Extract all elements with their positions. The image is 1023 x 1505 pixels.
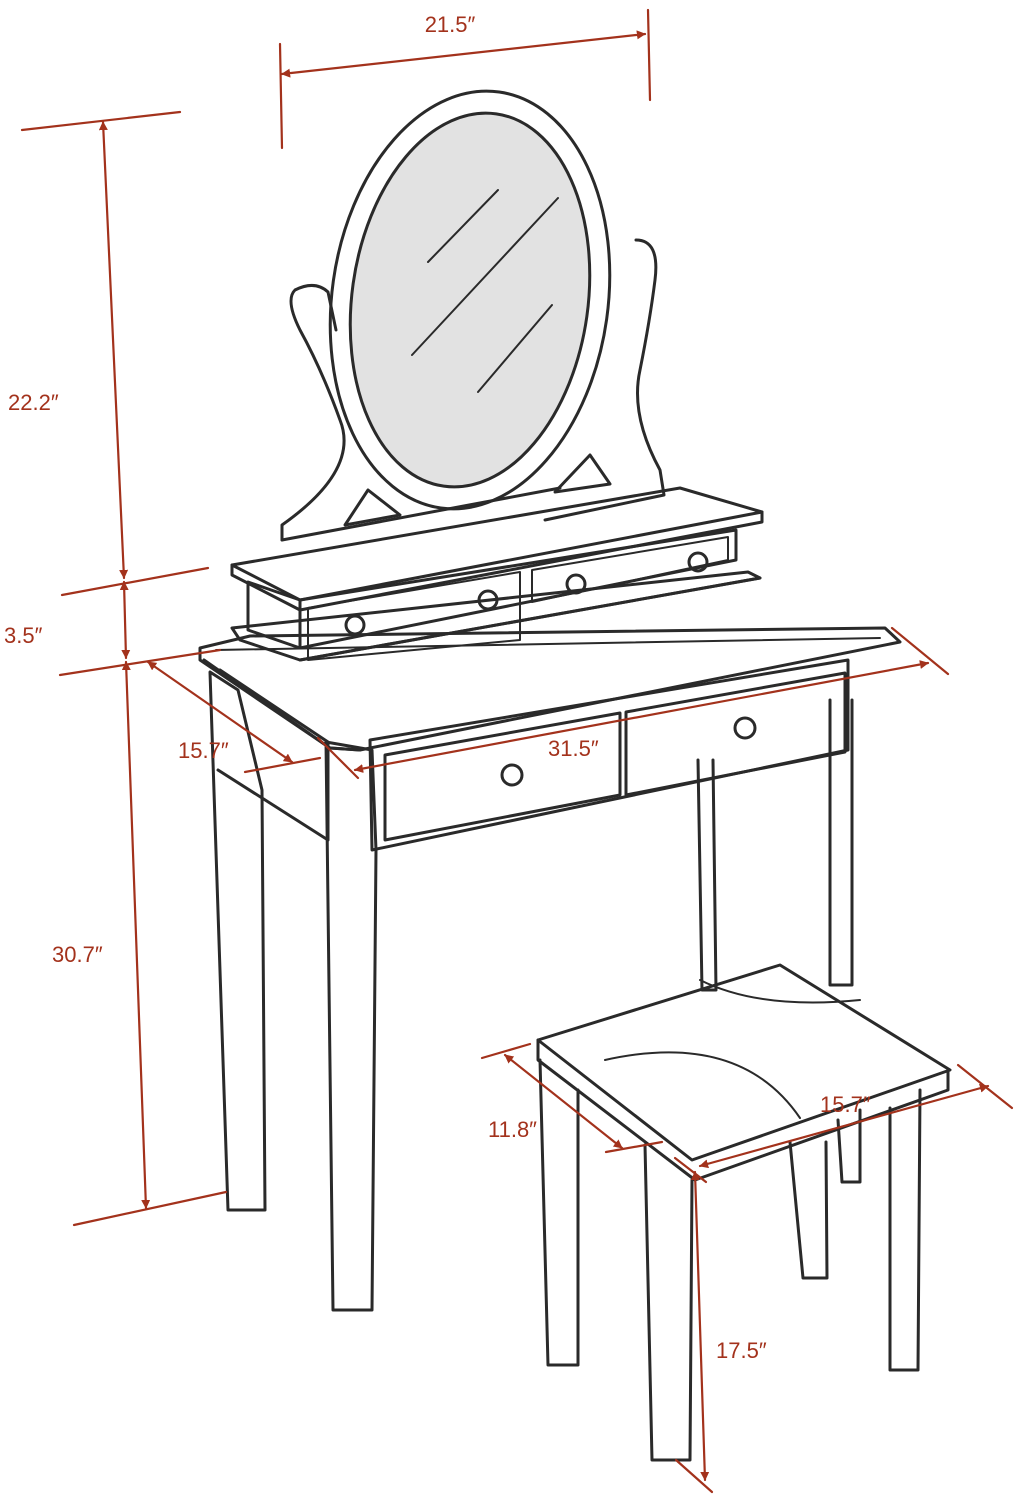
hutch-height-label: 3.5″	[4, 623, 43, 648]
table-height-extension-top	[58, 648, 222, 677]
mirror-reflection-line-2	[411, 197, 559, 356]
table-top-inner-line	[215, 637, 881, 651]
hutch-side	[246, 580, 302, 650]
hutch-drawer-right	[531, 536, 729, 603]
mirror-stand-left	[280, 284, 346, 542]
hutch-knob-3	[565, 573, 587, 595]
table-side-apron	[216, 668, 330, 842]
mirror-height-line	[98, 120, 129, 580]
hutch-knob-1	[344, 614, 366, 636]
mirror-reflection-line-3	[477, 304, 553, 393]
table-front-apron	[368, 658, 850, 852]
mirror-height-extension-top	[20, 110, 182, 132]
stool-width-line	[698, 1083, 990, 1169]
stool-leg-back-right	[788, 1140, 829, 1280]
vanity-mirror	[280, 89, 666, 542]
hutch-height-line	[119, 580, 131, 660]
stool-leg-back-far	[836, 1108, 862, 1184]
table-drawer-right-knob	[733, 716, 757, 740]
mirror-triangle-left	[343, 488, 402, 527]
vanity-stool	[536, 963, 952, 1462]
table-width-line	[353, 660, 930, 773]
stool-width-label: 15.7″	[820, 1092, 871, 1117]
vanity-hutch	[230, 486, 764, 662]
table-width-label: 31.5″	[548, 736, 599, 761]
mirror-width-extension-left	[278, 42, 284, 150]
table-height-line	[121, 660, 151, 1210]
stool-cushion-seam-1	[604, 1051, 801, 1119]
table-height-extension-bottom	[72, 1190, 228, 1227]
dimension-annotations: 21.5″ 22.2″ 3.5″ 30.7″ 15.7″ 31.5″ 11.8″	[4, 8, 1014, 1494]
table-depth-line	[146, 660, 294, 764]
stool-cushion	[536, 963, 952, 1162]
mirror-width-label: 21.5″	[425, 12, 476, 37]
stool-height-line	[690, 1170, 710, 1482]
stool-leg-back-left	[888, 1088, 922, 1372]
stool-depth-line	[503, 1053, 624, 1150]
mirror-frame-outer	[328, 89, 612, 511]
mirror-stand-base	[280, 486, 562, 542]
stool-depth-extension-bottom	[604, 1140, 664, 1154]
table-front-leg-right	[324, 740, 378, 1312]
table-depth-label: 15.7″	[178, 738, 229, 763]
stool-leg-front-right	[643, 1143, 694, 1462]
mirror-height-label: 22.2″	[8, 390, 59, 415]
stool-apron	[536, 1038, 950, 1182]
table-drawer-left-knob	[500, 763, 524, 787]
mirror-width-extension-right	[646, 8, 652, 102]
hutch-drawer-left	[307, 571, 521, 661]
table-back-leg-left	[696, 758, 718, 992]
stool-cushion-seam-2	[699, 979, 861, 1004]
mirror-triangle-right	[553, 453, 612, 494]
table-height-label: 30.7″	[52, 942, 103, 967]
table-width-extension-left	[316, 736, 360, 780]
stool-height-label: 17.5″	[716, 1338, 767, 1363]
hutch-knob-4	[687, 551, 709, 573]
stool-leg-front-left	[538, 1058, 580, 1367]
hutch-top-edge	[230, 510, 764, 612]
table-depth-extension	[243, 756, 322, 774]
hutch-knob-2	[477, 589, 499, 611]
stool-height-extension-bottom	[674, 1458, 714, 1494]
stool-depth-extension-top	[480, 1042, 532, 1060]
table-width-extension-right	[890, 626, 950, 676]
hutch-base-front	[298, 576, 762, 662]
mirror-stand-right	[543, 238, 666, 522]
table-back-leg-right	[828, 698, 854, 987]
mirror-height-extension-bottom	[60, 566, 210, 597]
mirror-reflection-line-1	[427, 189, 499, 263]
mirror-width-line	[280, 30, 647, 78]
stool-depth-label: 11.8″	[488, 1117, 537, 1142]
mirror-glass	[348, 111, 592, 489]
